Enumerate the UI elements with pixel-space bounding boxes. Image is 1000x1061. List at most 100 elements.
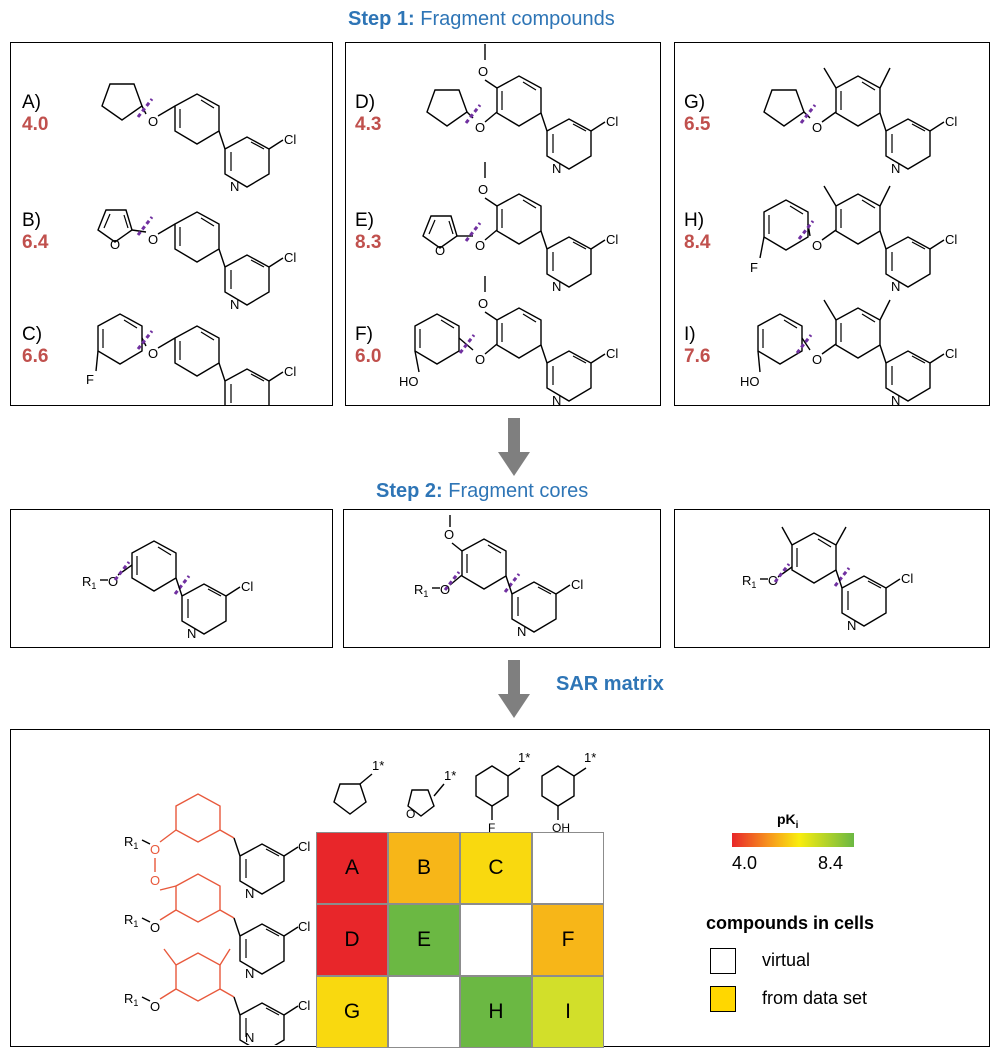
atom-cl: Cl: [298, 919, 310, 934]
atom-ho: HO: [399, 374, 419, 389]
legend-color-bar: [732, 833, 854, 847]
step1-heading-bold: Step 1:: [348, 8, 415, 30]
compound-letter: H): [684, 210, 705, 231]
atom-n: N: [552, 279, 561, 294]
compound-pki: 6.6: [22, 346, 49, 367]
compound-label-a: A)4.0: [22, 92, 48, 136]
compound-letter: F): [355, 324, 373, 345]
compound-pki: 6.4: [22, 232, 49, 253]
atom-n: N: [230, 297, 239, 312]
stack-core-3: R1 O Cl N: [124, 948, 310, 1045]
compound-label-e: E)8.3: [355, 210, 381, 254]
atom-n: N: [245, 886, 254, 901]
atom-o: O: [478, 64, 488, 79]
atom-cl: Cl: [241, 579, 253, 594]
atom-n: N: [552, 393, 561, 406]
atom-r1: R1: [124, 834, 138, 851]
sar-matrix-heading: SAR matrix: [556, 673, 664, 696]
compound-label-i: I)7.6: [684, 324, 710, 368]
atom-o: O: [108, 574, 118, 589]
atom-o: O: [478, 182, 488, 197]
compound-letter: D): [355, 92, 376, 113]
atom-n: N: [517, 624, 526, 639]
down-arrow-1: [498, 418, 530, 476]
atom-o: O: [475, 120, 485, 135]
atom-r1: R1: [82, 574, 96, 591]
atom-ho: HO: [740, 374, 760, 389]
atom-o: O: [768, 573, 778, 588]
legend-title-sub: i: [795, 819, 799, 831]
compound-e-structure: O O O Cl N: [422, 162, 618, 294]
compound-letter: G): [684, 92, 706, 113]
atom-cl: Cl: [298, 839, 310, 854]
compound-label-c: C)6.6: [22, 324, 48, 368]
legend-cells-title: compounds in cells: [706, 913, 875, 933]
matrix-cell-label: F: [561, 928, 575, 951]
legend-data-set-label: from data set: [762, 988, 868, 1008]
stack-linker: O: [150, 858, 160, 888]
matrix-cell: A: [316, 832, 388, 904]
atom-o: O: [148, 114, 158, 129]
atom-r1-r: R: [742, 573, 751, 588]
compound-panel-left: [10, 42, 333, 406]
compound-pki: 4.0: [22, 114, 49, 135]
atom-cl: Cl: [298, 998, 310, 1013]
attach-label: 1*: [444, 768, 456, 783]
atom-r1-sub: 1: [133, 919, 138, 929]
core-panel-left: [10, 509, 333, 648]
atom-o: O: [150, 920, 160, 935]
atom-f: F: [86, 372, 94, 387]
attach-label: 1*: [584, 750, 596, 765]
step2-core-structures: R1 O Cl N R1 O O Cl N R1 O Cl: [82, 515, 913, 641]
matrix-cell-label: C: [488, 856, 504, 879]
atom-cl: Cl: [901, 571, 913, 586]
matrix-cell: F: [532, 904, 604, 976]
atom-o: O: [406, 807, 415, 821]
step2-heading-bold: Step 2:: [376, 480, 443, 502]
atom-cl: Cl: [606, 114, 618, 129]
compound-label-b: B)6.4: [22, 210, 48, 254]
atom-o: O: [435, 243, 445, 258]
matrix-cell: E: [388, 904, 460, 976]
compound-a-structure: O Cl N: [101, 83, 296, 194]
atom-r1: R1: [124, 912, 138, 929]
legend-title-main: pK: [777, 811, 796, 827]
atom-o: O: [148, 346, 158, 361]
core-1-structure: R1 O Cl N: [82, 540, 253, 641]
compound-label-g: G)6.5: [684, 92, 710, 136]
atom-r1-sub: 1: [91, 581, 96, 591]
step1-structures: O Cl N O O Cl N F O Cl N O: [86, 44, 957, 406]
atom-o: O: [150, 999, 160, 1014]
atom-r1-sub: 1: [133, 998, 138, 1008]
atom-o: O: [812, 120, 822, 135]
atom-r1-r: R: [124, 834, 133, 849]
atom-cl: Cl: [284, 364, 296, 379]
matrix-cell: B: [388, 832, 460, 904]
compound-pki: 8.4: [684, 232, 711, 253]
atom-n: N: [891, 279, 900, 294]
matrix-cell-label: A: [344, 856, 359, 879]
compound-d-structure: O O Cl N: [426, 44, 618, 176]
atom-o: O: [812, 352, 822, 367]
core-panel-right: [674, 509, 990, 648]
matrix-cell: C: [460, 832, 532, 904]
step1-heading: Step 1: Fragment compounds: [348, 8, 615, 31]
atom-f: F: [750, 260, 758, 275]
down-arrow-2: [498, 660, 530, 718]
atom-o: O: [150, 842, 160, 857]
matrix-cell: H: [460, 976, 532, 1048]
compound-pki: 6.0: [355, 346, 382, 367]
stack-core-2: R1 O Cl N: [124, 873, 310, 981]
compound-letter: I): [684, 324, 696, 345]
compound-label-h: H)8.4: [684, 210, 710, 254]
atom-cl: Cl: [945, 232, 957, 247]
atom-r1-r: R: [124, 991, 133, 1006]
compound-pki: 6.5: [684, 114, 711, 135]
header-furanyl: O 1*: [406, 768, 456, 821]
matrix-cell-label: E: [416, 928, 431, 951]
atom-cl: Cl: [945, 346, 957, 361]
atom-o: O: [478, 296, 488, 311]
legend-min: 4.0: [732, 853, 758, 873]
compound-pki: 8.3: [355, 232, 382, 253]
